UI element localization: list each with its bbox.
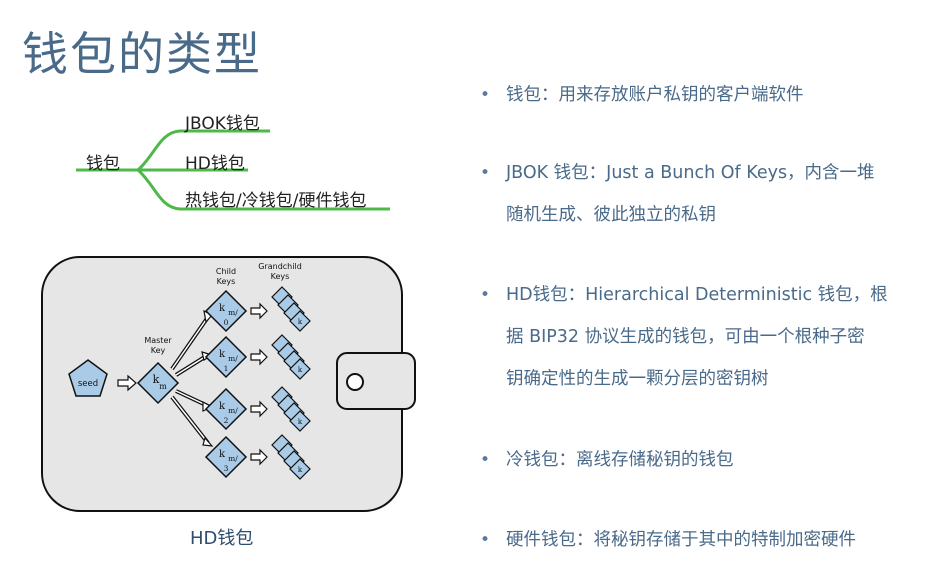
bullet-line: 硬件钱包：将秘钥存储于其中的特制加密硬件: [506, 530, 856, 550]
svg-text:m/: m/: [228, 354, 238, 363]
child-key-0: k m/ 0: [204, 289, 248, 333]
grandchild-stack-0: k: [271, 286, 311, 332]
bullet-line: 钱包：用来存放账户私钥的客户端软件: [506, 85, 804, 105]
svg-text:k: k: [219, 303, 226, 314]
seed-label: seed: [78, 379, 98, 389]
bullet-item-hardware: • 硬件钱包：将秘钥存储于其中的特制加密硬件: [480, 523, 925, 558]
bullet-dot: •: [480, 85, 491, 105]
bullet-item-wallet: • 钱包：用来存放账户私钥的客户端软件: [480, 78, 925, 113]
hd-wallet-diagram: seed Master Key k m Child Keys Grandchil…: [41, 256, 416, 512]
hd-wallet-caption: HD钱包: [190, 528, 254, 549]
mindmap-branch-hot-cold: 热钱包/冷钱包/硬件钱包: [185, 191, 367, 211]
seed-to-master-arrow: [117, 374, 137, 392]
bullet-dot: •: [480, 285, 491, 305]
master-key-label-2: Key: [151, 346, 166, 355]
svg-text:k: k: [219, 401, 226, 412]
bullet-line: JBOK 钱包：Just a Bunch Of Keys，内含一堆: [506, 163, 875, 183]
svg-text:m/: m/: [228, 406, 238, 415]
child-1-to-grandchild-arrow: [250, 348, 268, 366]
child-0-to-grandchild-arrow: [250, 302, 268, 320]
svg-text:k: k: [298, 318, 303, 326]
svg-text:1: 1: [224, 364, 229, 373]
bullet-dot: •: [480, 450, 491, 470]
bullet-line: 钥确定性的生成一颗分层的密钥树: [506, 369, 769, 389]
grandchild-stack-2: k: [271, 386, 311, 432]
mindmap-root: 钱包: [86, 154, 120, 174]
grandchild-keys-label-1: Grandchild: [258, 262, 302, 271]
bullet-line: 冷钱包：离线存储秘钥的钱包: [506, 450, 734, 470]
child-3-to-grandchild-arrow: [250, 448, 268, 466]
svg-text:2: 2: [224, 416, 229, 425]
mindmap-branch-jbok: JBOK钱包: [185, 114, 260, 134]
svg-text:k: k: [219, 449, 226, 460]
grandchild-stack-3: k: [271, 434, 311, 480]
bullet-item-hd: • HD钱包：Hierarchical Deterministic 钱包，根 据…: [480, 278, 925, 397]
wallet-clasp: [336, 352, 416, 410]
svg-text:k: k: [298, 366, 303, 374]
svg-text:m/: m/: [228, 308, 238, 317]
mindmap-diagram: [76, 129, 390, 211]
child-2-to-grandchild-arrow: [250, 400, 268, 418]
bullet-dot: •: [480, 530, 491, 550]
bullet-line: 随机生成、彼此独立的私钥: [506, 205, 716, 225]
bullet-line: 据 BIP32 协议生成的钱包，可由一个根种子密: [506, 327, 865, 347]
child-keys-label-1: Child: [216, 267, 236, 276]
svg-text:k: k: [219, 349, 226, 360]
svg-text:0: 0: [224, 318, 229, 327]
bullet-item-jbok: • JBOK 钱包：Just a Bunch Of Keys，内含一堆 随机生成…: [480, 156, 925, 233]
svg-text:k: k: [298, 466, 303, 474]
master-key-label-1: Master: [144, 336, 172, 345]
bullet-item-cold: • 冷钱包：离线存储秘钥的钱包: [480, 443, 925, 478]
child-key-3: k m/ 3: [204, 435, 248, 479]
svg-text:3: 3: [224, 464, 229, 473]
child-key-1: k m/ 1: [204, 335, 248, 379]
master-key-symbol: k: [153, 373, 160, 386]
master-key-diamond: [136, 361, 180, 405]
mindmap-branch-line-3: [136, 168, 390, 211]
page-title: 钱包的类型: [22, 27, 262, 81]
grandchild-stack-1: k: [271, 334, 311, 380]
mindmap-branch-line-1: [136, 129, 270, 172]
master-key-sub: m: [159, 382, 167, 391]
child-key-2: k m/ 2: [204, 387, 248, 431]
bullet-dot: •: [480, 163, 491, 183]
mindmap-branch-hd: HD钱包: [185, 154, 245, 174]
grandchild-keys-label-2: Keys: [271, 272, 290, 281]
wallet-clasp-button: [346, 373, 364, 391]
svg-text:k: k: [298, 418, 303, 426]
seed-pentagon: [68, 359, 108, 397]
svg-text:m/: m/: [228, 454, 238, 463]
bullet-line: HD钱包：Hierarchical Deterministic 钱包，根: [506, 285, 888, 305]
child-keys-label-2: Keys: [217, 277, 236, 286]
